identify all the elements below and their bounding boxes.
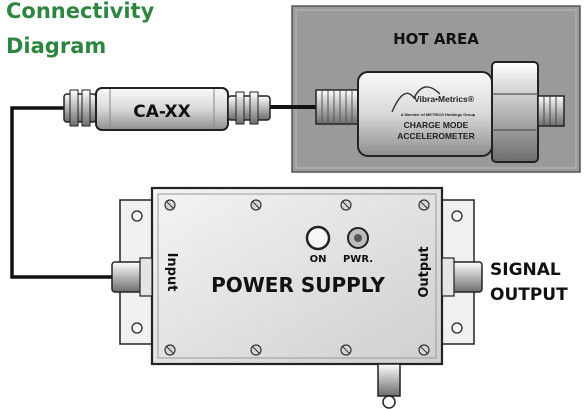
signal-output-line1: SIGNAL: [490, 260, 561, 280]
power-supply-unit: ON PWR. POWER SUPPLY Input Output: [111, 186, 483, 409]
ca-xx-label: CA-XX: [133, 102, 191, 122]
input-label: Input: [164, 253, 179, 292]
charge-mode-accelerometer: Vibra•Metrics® A Member of METRICS Holdi…: [315, 61, 565, 163]
accelerometer-brand: Vibra•Metrics®: [414, 94, 475, 104]
bottom-connector: [377, 363, 401, 397]
pwr-label: PWR.: [343, 254, 373, 265]
power-supply-label: POWER SUPPLY: [211, 273, 385, 297]
ca-xx-converter: CA-XX: [63, 87, 271, 131]
on-label: ON: [310, 254, 327, 265]
hot-area-label: HOT AREA: [393, 30, 479, 48]
diagram-title-line1: Connectivity: [6, 0, 155, 23]
accelerometer-label-line1: CHARGE MODE: [404, 120, 469, 130]
input-cable: [10, 106, 112, 279]
output-label: Output: [417, 246, 432, 297]
accelerometer-label-line2: ACCELEROMETER: [397, 131, 474, 141]
signal-output-line2: OUTPUT: [490, 285, 568, 305]
on-indicator-light: [305, 225, 331, 251]
diagram-title-line2: Diagram: [6, 34, 106, 58]
accelerometer-tagline: A Member of METRICS Holdings Group: [401, 112, 476, 117]
